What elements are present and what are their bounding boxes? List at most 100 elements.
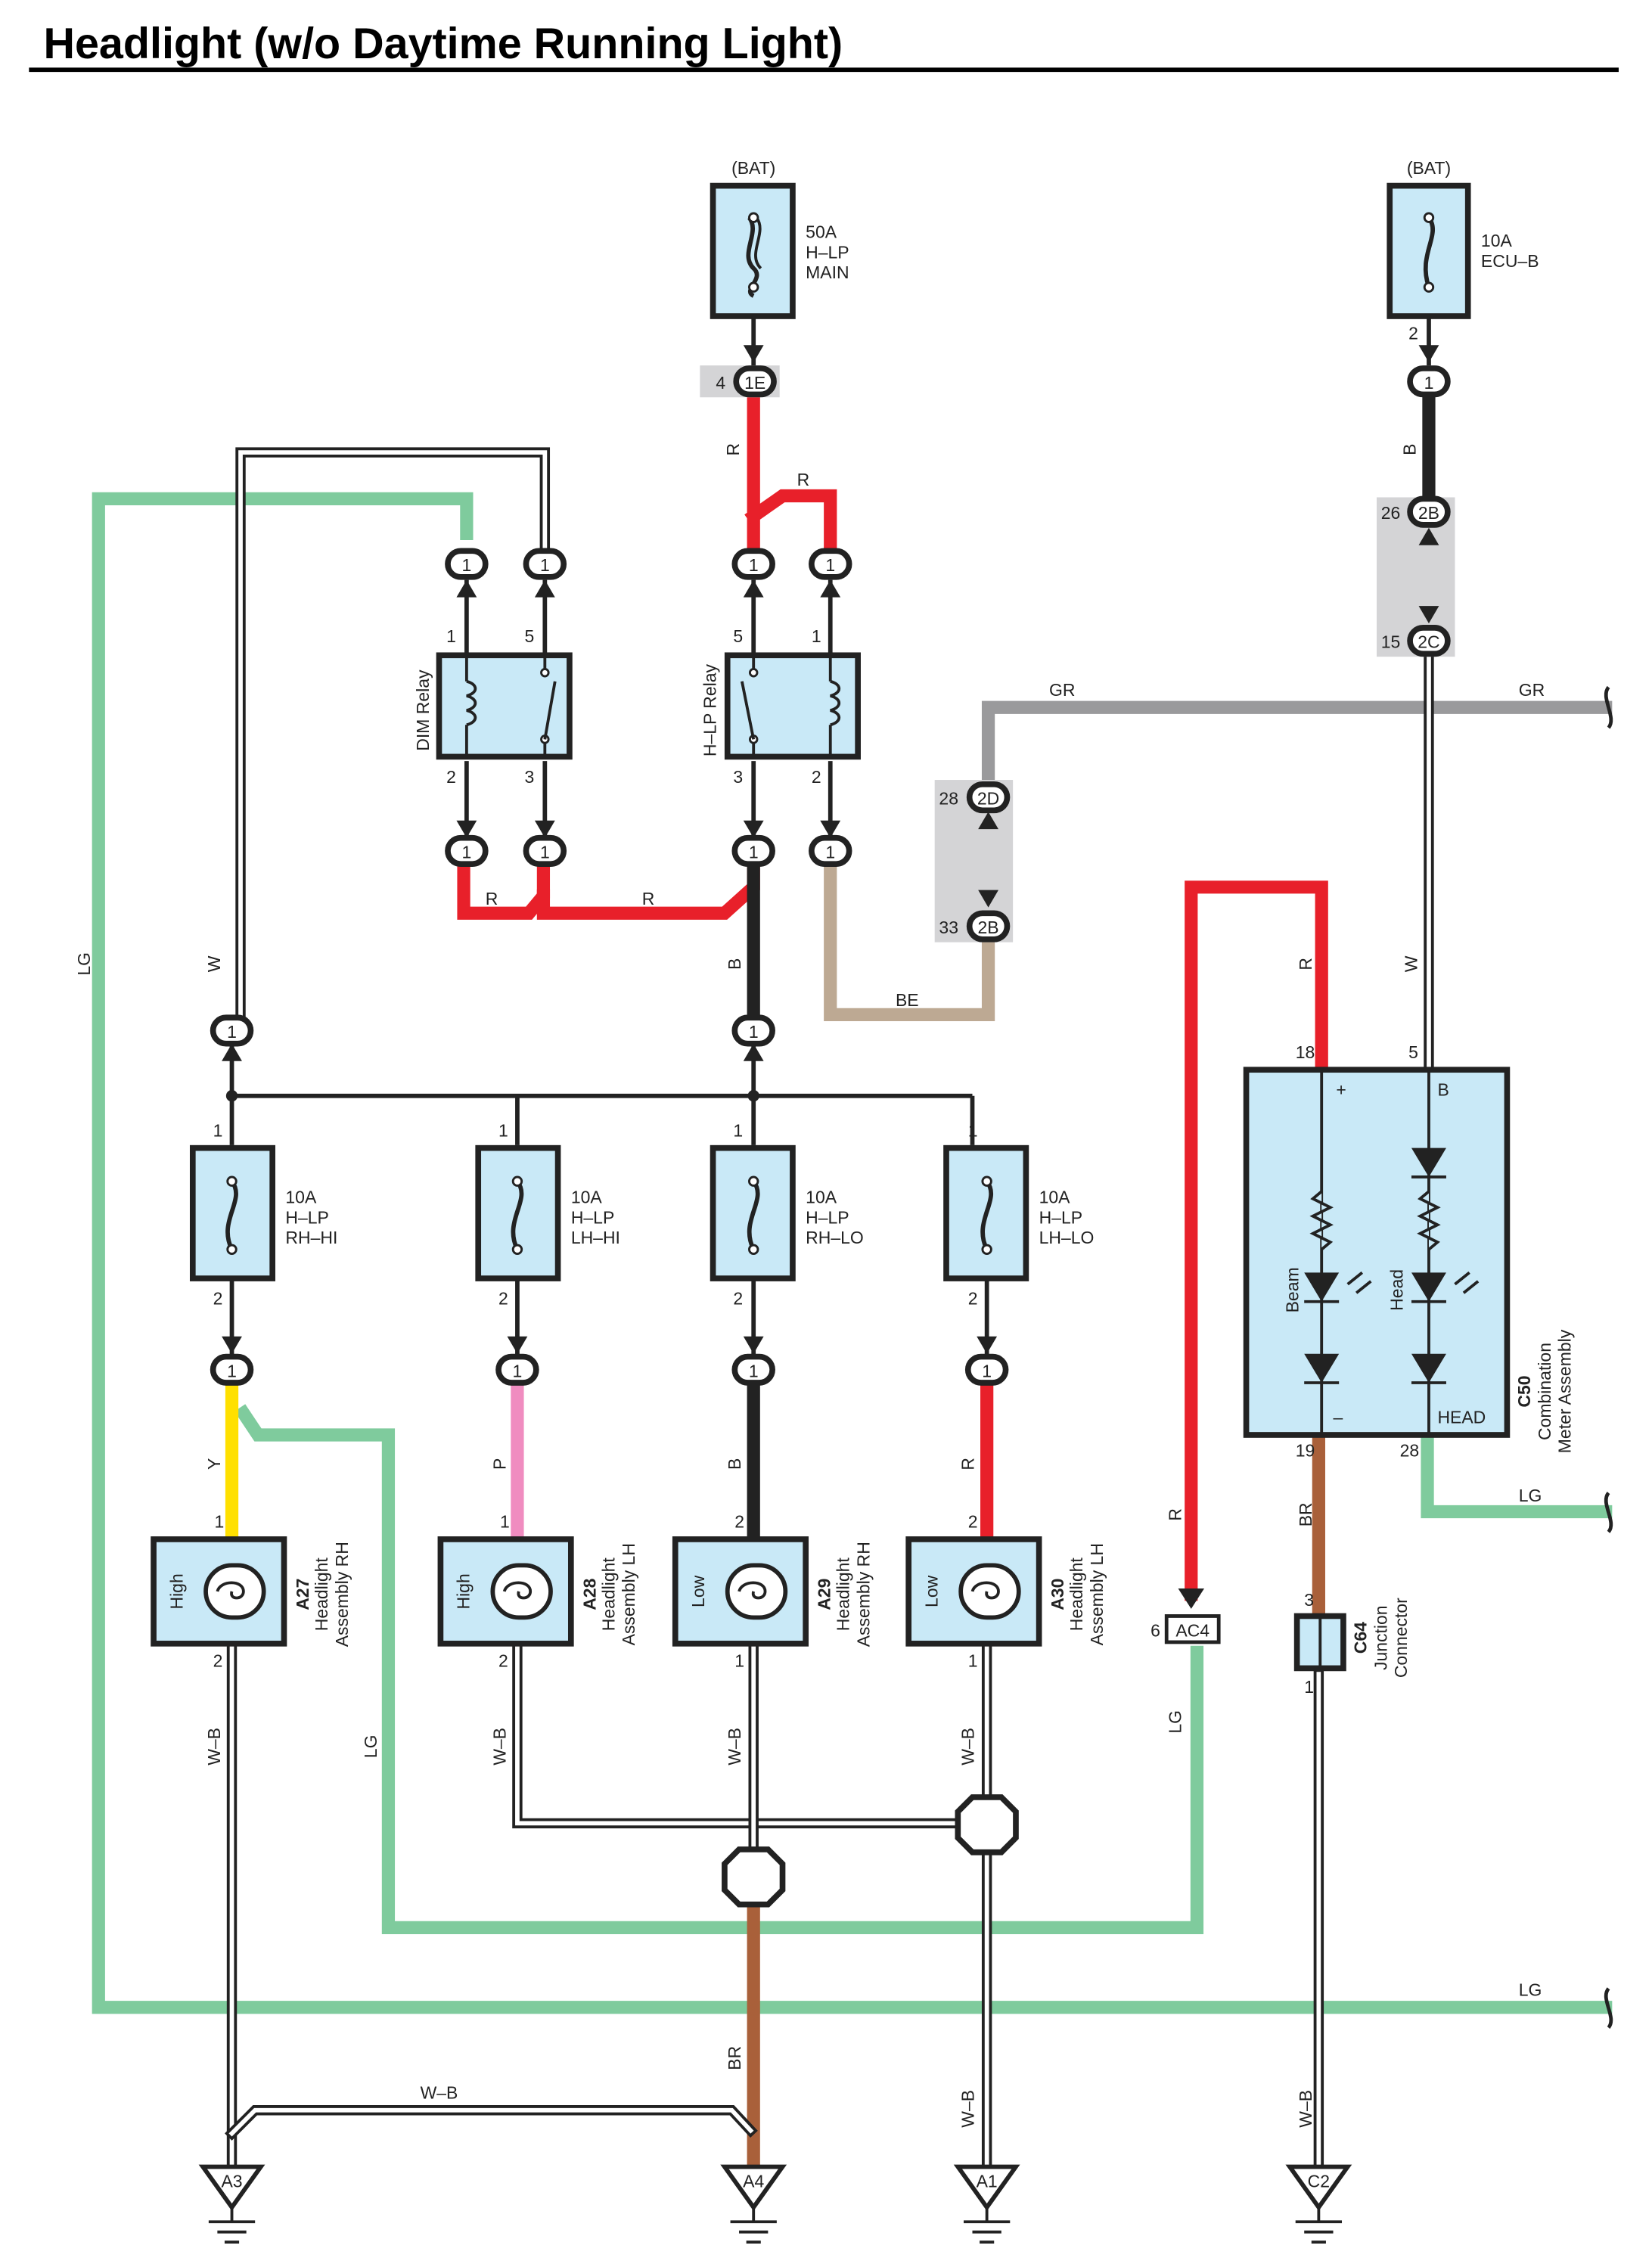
svg-text:H–LP: H–LP — [1039, 1207, 1082, 1227]
svg-text:Head: Head — [1386, 1269, 1406, 1311]
svg-text:R: R — [1296, 958, 1315, 970]
svg-text:1: 1 — [500, 1512, 510, 1532]
svg-text:LG: LG — [1165, 1710, 1185, 1734]
svg-text:1: 1 — [227, 1022, 237, 1042]
svg-text:W–B: W–B — [421, 2082, 458, 2102]
fuse-lh-lo: 10A H–LP LH–LO — [943, 1144, 1094, 1281]
svg-text:R: R — [958, 1458, 977, 1470]
svg-text:1: 1 — [825, 555, 835, 575]
svg-text:High: High — [454, 1573, 474, 1609]
svg-text:2D: 2D — [977, 789, 999, 809]
wire-wb-bridge — [225, 2105, 758, 2141]
svg-text:2: 2 — [1408, 324, 1418, 343]
svg-text:Assembly RH: Assembly RH — [332, 1542, 352, 1647]
svg-text:Low: Low — [688, 1575, 708, 1607]
svg-text:LG: LG — [74, 952, 94, 976]
svg-text:33: 33 — [939, 918, 958, 937]
svg-text:3: 3 — [733, 767, 743, 787]
svg-text:LG: LG — [1519, 1980, 1542, 1999]
svg-text:A3: A3 — [221, 2171, 242, 2191]
ground-a4: A4 — [720, 2164, 787, 2244]
svg-text:(BAT): (BAT) — [1407, 158, 1451, 178]
svg-text:3: 3 — [1304, 1590, 1314, 1610]
svg-text:1: 1 — [749, 843, 759, 862]
svg-text:2B: 2B — [1418, 503, 1439, 523]
wires — [92, 315, 1613, 2174]
svg-text:1: 1 — [540, 843, 550, 862]
svg-text:P: P — [490, 1458, 510, 1470]
wire-r-branch — [744, 489, 837, 555]
headlight-a30: Low A30 Headlight Assembly LH — [905, 1536, 1107, 1647]
svg-text:W–B: W–B — [490, 1728, 510, 1765]
svg-text:C64: C64 — [1351, 1622, 1371, 1654]
svg-text:28: 28 — [939, 789, 958, 809]
fuse-main: (BAT) 50A H–LP MAIN — [710, 158, 849, 319]
svg-text:6: 6 — [1150, 1620, 1160, 1640]
svg-text:3: 3 — [525, 767, 535, 787]
fuse-ecub: (BAT) 10A ECU–B — [1386, 158, 1539, 319]
svg-text:Assembly LH: Assembly LH — [1087, 1543, 1107, 1645]
junction-c64: C64 Junction Connector — [1293, 1598, 1411, 1678]
conn-ac4 — [1164, 1614, 1221, 1644]
svg-text:R: R — [642, 889, 655, 908]
svg-text:1: 1 — [446, 626, 456, 646]
svg-text:BE: BE — [896, 990, 919, 1010]
svg-text:Connector: Connector — [1391, 1598, 1411, 1678]
svg-text:2: 2 — [446, 767, 456, 787]
svg-text:B: B — [1400, 444, 1420, 455]
svg-text:C50: C50 — [1514, 1375, 1534, 1407]
wire-r-ac4 — [1185, 880, 1328, 1601]
svg-text:R: R — [1165, 1508, 1185, 1521]
svg-text:2: 2 — [213, 1289, 223, 1309]
svg-text:4: 4 — [716, 373, 725, 393]
svg-text:10A: 10A — [1039, 1187, 1071, 1206]
svg-text:5: 5 — [525, 626, 535, 646]
ground-a1: A1 — [953, 2164, 1020, 2244]
svg-text:Headlight: Headlight — [1067, 1557, 1086, 1632]
svg-text:26: 26 — [1381, 503, 1401, 523]
svg-text:W–B: W–B — [1296, 2090, 1315, 2128]
svg-text:2: 2 — [733, 1289, 743, 1309]
svg-text:Beam: Beam — [1283, 1267, 1303, 1312]
svg-text:2: 2 — [812, 767, 821, 787]
svg-text:1: 1 — [498, 1120, 508, 1140]
wire-lg-inner — [234, 1404, 1204, 1934]
svg-text:1: 1 — [213, 1120, 223, 1140]
svg-text:1: 1 — [215, 1512, 225, 1532]
svg-text:(BAT): (BAT) — [731, 158, 775, 178]
svg-text:RH–HI: RH–HI — [285, 1228, 337, 1247]
svg-text:2: 2 — [968, 1289, 978, 1309]
dim-relay: DIM Relay — [413, 652, 573, 760]
svg-text:1: 1 — [734, 1651, 744, 1671]
svg-text:BR: BR — [725, 2046, 744, 2070]
svg-text:1E: 1E — [744, 373, 765, 393]
svg-text:GR: GR — [1519, 680, 1545, 700]
svg-text:1: 1 — [461, 555, 471, 575]
svg-text:Assembly LH: Assembly LH — [619, 1543, 638, 1645]
fuse-lh-hi: 10A H–LP LH–HI — [475, 1144, 620, 1281]
svg-text:10A: 10A — [806, 1187, 837, 1206]
svg-text:2B: 2B — [978, 918, 999, 937]
svg-text:A4: A4 — [743, 2171, 764, 2191]
wire-lg-meter — [1421, 1431, 1613, 1519]
headlight-a28: High A28 Headlight Assembly LH — [437, 1536, 638, 1647]
continuation-marks — [1604, 685, 1613, 2029]
svg-text:+: + — [1336, 1080, 1346, 1100]
svg-text:ECU–B: ECU–B — [1481, 251, 1539, 271]
svg-text:R: R — [723, 443, 743, 456]
svg-text:Combination: Combination — [1535, 1343, 1554, 1440]
svg-text:W: W — [1402, 955, 1421, 972]
svg-text:1: 1 — [825, 843, 835, 862]
splice-point — [955, 1794, 1019, 1856]
svg-text:A1: A1 — [977, 2171, 998, 2191]
svg-text:10A: 10A — [1481, 231, 1513, 250]
svg-text:RH–LO: RH–LO — [806, 1228, 864, 1247]
svg-text:A30: A30 — [1048, 1579, 1067, 1610]
svg-text:10A: 10A — [285, 1187, 317, 1206]
wire-r-relays — [457, 860, 551, 920]
pin-numbers: 4 2 26 15 28 33 1 5 5 1 2 3 3 2 1 1 1 1 … — [213, 324, 1420, 1697]
svg-text:H–LP Relay: H–LP Relay — [700, 664, 719, 757]
svg-text:DIM Relay: DIM Relay — [413, 669, 433, 751]
svg-text:1: 1 — [733, 1120, 743, 1140]
